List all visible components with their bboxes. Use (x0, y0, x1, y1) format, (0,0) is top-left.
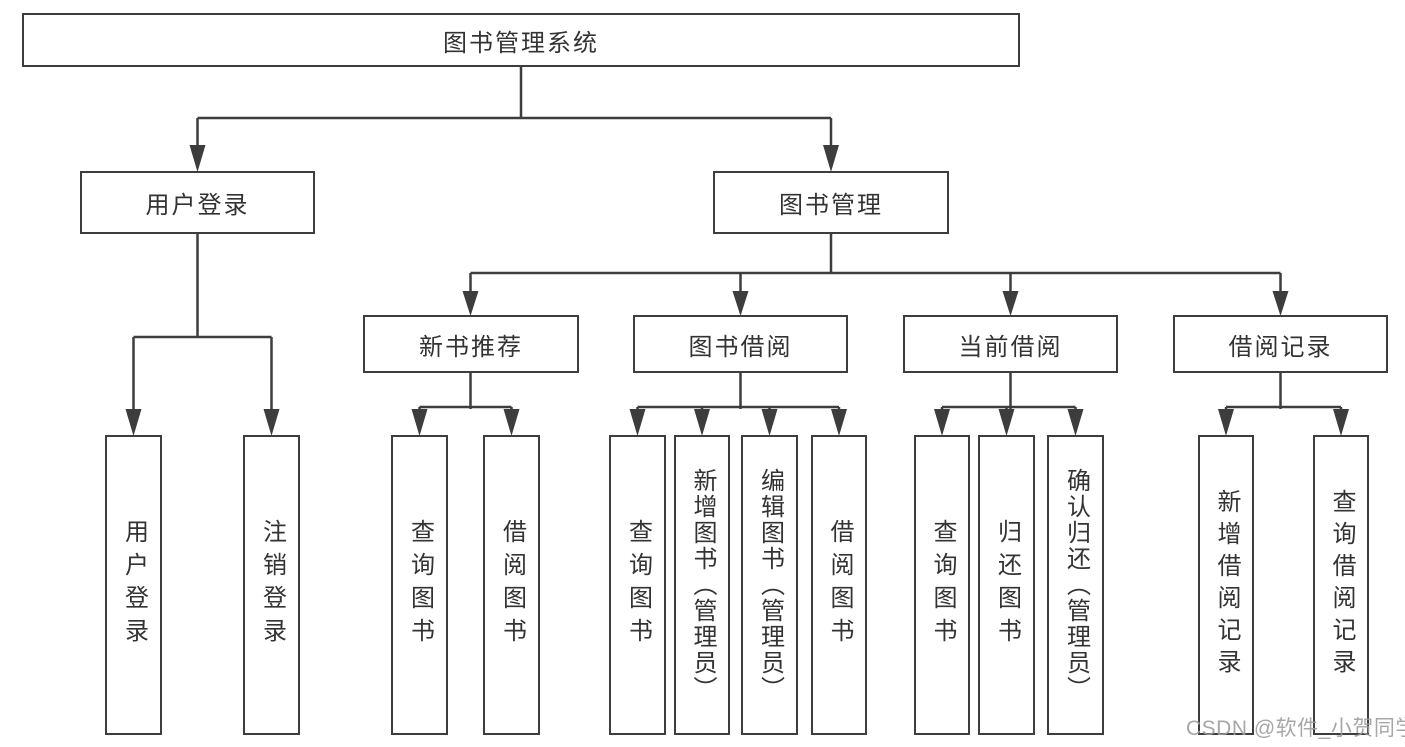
leaf-label: 确认归还（管理员） (1062, 468, 1090, 702)
leaf-confirm-return-admin: 确认归还（管理员） (1047, 435, 1104, 735)
leaf-label: 借阅图书 (826, 519, 853, 651)
csdn-watermark: CSDN @软件_小贺同学 (1186, 717, 1405, 740)
leaf-edit-book-admin: 编辑图书（管理员） (741, 435, 798, 735)
leaf-add-borrow-record: 新增借阅记录 (1198, 435, 1254, 735)
node-book-borrowing: 图书借阅 (633, 315, 848, 373)
node-label: 图书借阅 (688, 333, 793, 361)
leaf-label: 编辑图书（管理员） (756, 468, 784, 702)
leaf-label: 查询借阅记录 (1328, 489, 1355, 681)
leaf-query-books-borrowing: 查询图书 (609, 435, 666, 735)
leaf-label: 借阅图书 (498, 519, 526, 651)
leaf-label: 查询图书 (929, 519, 956, 651)
leaf-user-login: 用户登录 (105, 435, 162, 735)
leaf-label: 注销登录 (258, 519, 286, 651)
leaf-query-books-current: 查询图书 (914, 435, 970, 735)
leaf-query-books-recommend: 查询图书 (391, 435, 448, 735)
node-label: 当前借阅 (958, 333, 1063, 361)
leaf-label: 查询图书 (624, 519, 652, 651)
leaf-add-book-admin: 新增图书（管理员） (674, 435, 730, 735)
node-label: 图书管理 (779, 192, 883, 219)
leaf-query-borrow-record: 查询借阅记录 (1313, 435, 1369, 735)
node-label: 借阅记录 (1228, 333, 1333, 361)
node-label: 新书推荐 (419, 333, 523, 361)
node-current-borrowing: 当前借阅 (903, 315, 1118, 373)
node-book-management: 图书管理 (713, 171, 949, 234)
node-label: 图书管理系统 (443, 29, 599, 57)
leaf-label: 归还图书 (993, 519, 1021, 651)
node-new-book-recommendation: 新书推荐 (363, 315, 579, 373)
leaf-label: 新增图书（管理员） (689, 468, 716, 702)
node-library-management-system: 图书管理系统 (22, 13, 1020, 67)
leaf-borrow-books-borrowing: 借阅图书 (811, 435, 867, 735)
node-user-login: 用户登录 (80, 171, 315, 234)
node-borrowing-records: 借阅记录 (1173, 315, 1388, 373)
leaf-return-books: 归还图书 (978, 435, 1035, 735)
leaf-label: 新增借阅记录 (1213, 489, 1240, 681)
leaf-borrow-books-recommend: 借阅图书 (483, 435, 540, 735)
leaf-logout: 注销登录 (243, 435, 300, 735)
leaf-label: 用户登录 (120, 519, 148, 651)
leaf-label: 查询图书 (406, 519, 434, 651)
node-label: 用户登录 (145, 192, 250, 219)
